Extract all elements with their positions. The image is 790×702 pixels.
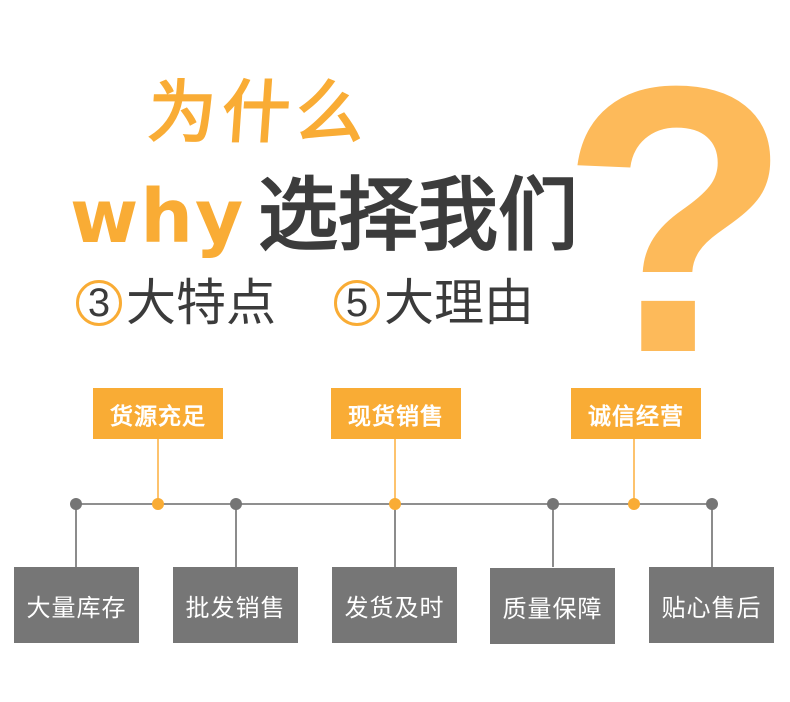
headline-why-english: why	[70, 174, 246, 260]
feature-box-2: 现货销售	[331, 388, 461, 439]
reasons-subtitle-label: 大理由	[384, 274, 534, 332]
connector-line	[394, 439, 396, 503]
circled-number-3: 3	[76, 280, 122, 326]
features-subtitle-label: 大特点	[126, 274, 276, 332]
reason-box-5: 贴心售后	[649, 567, 774, 643]
timeline-node-highlight	[628, 498, 640, 510]
feature-box-1: 货源充足	[93, 388, 223, 439]
timeline-node-highlight	[389, 498, 401, 510]
headline-why: 为什么	[145, 74, 373, 153]
timeline-node	[70, 498, 82, 510]
timeline-node	[547, 498, 559, 510]
connector-line	[75, 504, 77, 567]
timeline-node	[230, 498, 242, 510]
timeline-node-highlight	[152, 498, 164, 510]
question-mark-icon: ?	[560, 7, 790, 432]
connector-line	[157, 439, 159, 503]
headline-choose-us: 选择我们	[258, 169, 578, 262]
reason-box-3: 发货及时	[332, 567, 457, 643]
reason-box-4: 质量保障	[490, 568, 615, 644]
connector-line	[394, 504, 396, 567]
connector-line	[633, 439, 635, 503]
circled-number-5: 5	[334, 280, 380, 326]
feature-box-3: 诚信经营	[571, 388, 701, 439]
features-subtitle: 3 大特点	[76, 278, 276, 328]
reasons-subtitle: 5 大理由	[334, 278, 534, 328]
timeline-node	[706, 498, 718, 510]
reason-box-1: 大量库存	[14, 567, 139, 643]
connector-line	[711, 504, 713, 567]
connector-line	[552, 504, 554, 567]
reason-box-2: 批发销售	[173, 567, 298, 643]
connector-line	[235, 504, 237, 567]
